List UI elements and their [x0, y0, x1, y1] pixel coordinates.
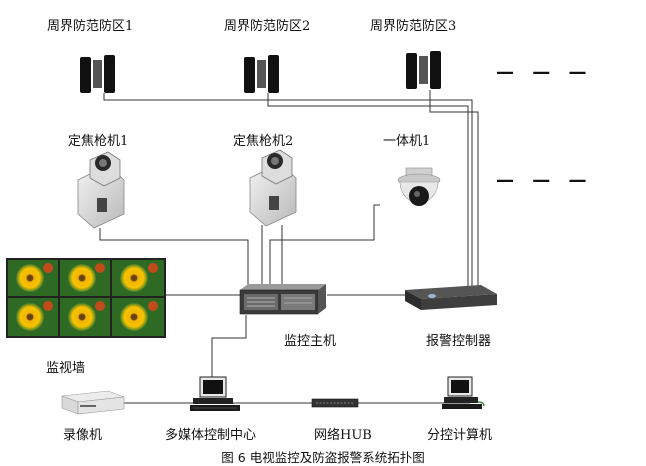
- line-cam1-host: [99, 228, 249, 290]
- zone-2-label: 周界防范防区2: [224, 19, 311, 34]
- box-camera-1-icon: [77, 151, 125, 229]
- video-recorder-icon: [61, 390, 125, 415]
- monitor-host-icon: [239, 284, 326, 315]
- alarm-controller-icon: [405, 285, 497, 310]
- detector-zone3-icon: [406, 51, 441, 89]
- line-zone2-alarm: [267, 93, 469, 288]
- line-ptz-host: [269, 204, 380, 290]
- sub-control-pc-icon: [442, 376, 485, 409]
- ptz-camera-label: 一体机1: [383, 134, 431, 149]
- ptz-dome-camera-icon: [397, 167, 441, 206]
- monitor-wall-label: 监视墙: [46, 361, 86, 376]
- monitor-wall-icon: [6, 258, 166, 338]
- monitor-host-label: 监控主机: [284, 334, 337, 349]
- network-hub-icon: [311, 398, 359, 408]
- screen-4: [8, 298, 58, 336]
- line-zone1-alarm: [103, 93, 473, 288]
- alarm-controller-label: 报警控制器: [426, 334, 492, 349]
- zone-3-label: 周界防范防区3: [370, 19, 457, 34]
- line-host-center: [211, 315, 247, 378]
- screen-5: [60, 298, 110, 336]
- box-camera-2-icon: [249, 149, 297, 227]
- sub-control-label: 分控计算机: [427, 428, 493, 443]
- more-cameras-ellipsis: — — —: [496, 170, 593, 191]
- screen-1: [8, 260, 58, 296]
- multimedia-center-label: 多媒体控制中心: [165, 428, 257, 443]
- connection-lines: [99, 90, 479, 404]
- detector-zone2-icon: [244, 55, 279, 93]
- figure-caption: 图 6 电视监控及防盗报警系统拓扑图: [221, 450, 425, 465]
- multimedia-center-pc-icon: [190, 376, 240, 411]
- hub-label: 网络HUB: [314, 428, 372, 443]
- screen-2: [60, 260, 110, 296]
- detector-zone1-icon: [80, 55, 115, 93]
- line-zone3-alarm: [429, 90, 479, 288]
- more-zones-ellipsis: — — —: [496, 62, 593, 83]
- camera-1-label: 定焦枪机1: [68, 134, 129, 149]
- screen-6: [112, 298, 164, 336]
- zone-1-label: 周界防范防区1: [47, 19, 134, 34]
- screen-3: [112, 260, 164, 296]
- recorder-label: 录像机: [63, 428, 103, 443]
- camera-2-label: 定焦枪机2: [233, 134, 294, 149]
